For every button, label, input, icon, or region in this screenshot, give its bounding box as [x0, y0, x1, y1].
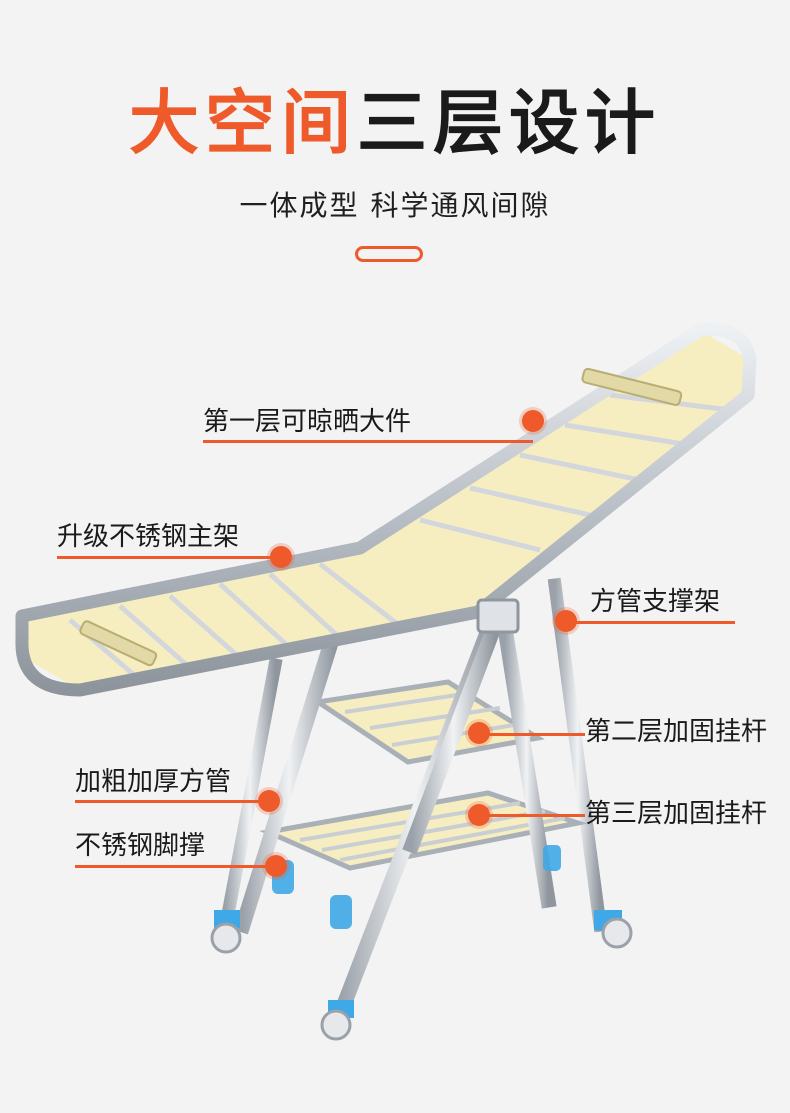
- callout-label-layer-3: 第三层加固挂杆: [585, 799, 768, 829]
- top-layer: [15, 322, 757, 697]
- callout-label-layer-2: 第二层加固挂杆: [585, 717, 768, 747]
- hinge: [476, 598, 520, 634]
- callout-line-layer-2: [480, 733, 585, 736]
- callout-dot-layer-2: [468, 722, 490, 744]
- decorative-pill: [355, 246, 423, 262]
- callout-line-layer-1: [203, 440, 533, 443]
- callout-label-support: 方管支撑架: [590, 587, 721, 617]
- callout-label-layer-1: 第一层可晾晒大件: [203, 407, 412, 437]
- callout-dot-foot: [265, 855, 287, 877]
- callout-label-main-frame: 升级不锈钢主架: [57, 522, 240, 552]
- callout-dot-layer-3: [468, 804, 490, 826]
- callout-line-layer-3: [480, 814, 585, 817]
- callout-line-foot: [75, 865, 275, 868]
- callout-line-thick-tube: [75, 800, 270, 803]
- wheels: [210, 910, 633, 1041]
- callout-dot-support: [555, 610, 577, 632]
- shelf-level-2: [311, 679, 545, 765]
- front-legs: [233, 615, 557, 1025]
- callout-label-foot: 不锈钢脚撑: [75, 831, 206, 861]
- callout-label-thick-tube: 加粗加厚方管: [75, 767, 232, 797]
- callout-dot-layer-1: [522, 410, 544, 432]
- page-subtitle: 一体成型 科学通风间隙: [239, 189, 551, 222]
- rear-legs: [217, 577, 608, 938]
- title-rest: 三层设计: [357, 82, 661, 164]
- drying-rack-illustration: [15, 322, 757, 1041]
- foot-pads: [272, 845, 561, 929]
- callout-dot-thick-tube: [258, 790, 280, 812]
- page-title: 大空间三层设计: [0, 78, 790, 168]
- callout-line-main-frame: [57, 556, 282, 559]
- title-highlight: 大空间: [129, 82, 357, 164]
- callout-dot-main-frame: [270, 546, 292, 568]
- callout-line-support: [565, 621, 735, 624]
